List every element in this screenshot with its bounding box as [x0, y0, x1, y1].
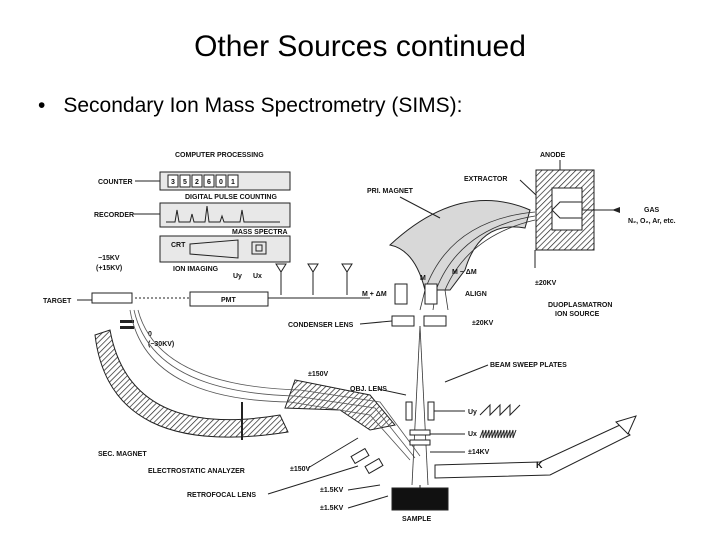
label-beam-sweep-plates: BEAM SWEEP PLATES — [490, 362, 567, 369]
label-m-minus-dm: M − ΔM — [452, 269, 477, 276]
counter-digit: 2 — [195, 179, 199, 186]
label-k: K — [536, 460, 543, 470]
counter-digits: 3 5 2 6 0 1 — [167, 174, 239, 188]
uy-sawtooth-waveform — [479, 403, 521, 417]
counter-digit: 3 — [171, 179, 175, 186]
label-ux: Ux — [253, 273, 262, 280]
label-retrofocal-lens: RETROFOCAL LENS — [187, 492, 256, 499]
label-m: M — [420, 275, 426, 282]
label-sample: SAMPLE — [402, 516, 432, 523]
label-uy2: Uy — [468, 409, 477, 416]
label-condenser-lens: CONDENSER LENS — [288, 322, 354, 329]
label-ux2: Ux — [468, 431, 477, 438]
align-plates — [394, 283, 438, 305]
label-extractor: EXTRACTOR — [464, 176, 507, 183]
label-crt: CRT — [171, 242, 186, 249]
bullet-dot-icon: • — [38, 94, 46, 117]
counter-digit: 6 — [207, 179, 211, 186]
label-digital-pulse-counting: DIGITAL PULSE COUNTING — [185, 194, 277, 201]
label-mass-spectra: MASS SPECTRA — [232, 229, 288, 236]
label-computer-processing: COMPUTER PROCESSING — [175, 152, 264, 159]
label-plus-1-5kv-a: ±1.5KV — [320, 487, 344, 494]
label-gas-species: N₂, O₂, Ar, etc. — [628, 218, 676, 225]
label-recorder: RECORDER — [94, 212, 134, 219]
label-obj-lens: OBJ. LENS — [350, 386, 387, 393]
label-plus-15kv: (+15KV) — [96, 265, 122, 272]
sims-schematic-diagram: COMPUTER PROCESSING 3 5 2 6 0 1 COUNTER … — [43, 152, 676, 523]
label-anode: ANODE — [540, 152, 566, 159]
label-gas: GAS — [644, 207, 660, 214]
crt-box — [159, 235, 291, 263]
crt-screen — [189, 239, 239, 259]
label-target: TARGET — [43, 298, 72, 305]
primary-ion-beams — [419, 211, 536, 311]
label-pri-magnet: PRI. MAGNET — [367, 188, 414, 195]
pmt-box — [189, 291, 269, 307]
counter-digit: 5 — [183, 179, 187, 186]
label-plus-1-5kv-b: ±1.5KV — [320, 505, 344, 512]
label-plus-20kv-b: ±20KV — [472, 320, 494, 327]
label-electrostatic-analyzer: ELECTROSTATIC ANALYZER — [148, 468, 245, 475]
recorder-spectrum — [166, 205, 280, 223]
counter-digit: 0 — [219, 179, 223, 186]
detector-arrow-icon — [615, 415, 637, 435]
label-minus-15kv: −15KV — [98, 255, 120, 262]
electrostatic-analyzer — [284, 379, 396, 431]
detector-arm — [434, 424, 631, 479]
label-ion-source: ION SOURCE — [555, 311, 600, 318]
beam-sweep-plates — [405, 401, 435, 446]
target-holder — [91, 292, 133, 304]
label-uy: Uy — [233, 273, 242, 280]
bullet-item: • Secondary Ion Mass Spectrometry (SIMS): — [38, 94, 463, 118]
counter-digit: 1 — [231, 179, 235, 186]
label-minus-30kv: (−30KV) — [148, 341, 174, 348]
label-ion-imaging: ION IMAGING — [173, 266, 219, 273]
label-plus-14kv: ±14KV — [468, 449, 490, 456]
label-plus-150v-b: ±150V — [290, 466, 311, 473]
label-m-plus-dm: M + ΔM — [362, 291, 387, 298]
amplifier-triangles — [275, 263, 353, 295]
label-zero: 0 — [148, 331, 152, 338]
recorder-box — [159, 202, 291, 228]
label-counter: COUNTER — [98, 179, 133, 186]
secondary-magnet — [94, 329, 289, 438]
label-sec-magnet: SEC. MAGNET — [98, 451, 147, 458]
slide-title: Other Sources continued — [194, 30, 526, 63]
secondary-ion-beams — [129, 309, 421, 461]
retrofocal-lens — [350, 447, 384, 475]
gas-inlet-arrow-icon — [612, 207, 620, 213]
label-pmt: PMT — [221, 297, 237, 304]
label-plus-20kv-a: ±20KV — [535, 280, 557, 287]
condenser-lens — [391, 315, 447, 327]
ux-sawtooth-waveform — [479, 429, 517, 439]
label-duoplasmatron: DUOPLASMATRON — [548, 302, 612, 309]
primary-magnet — [388, 200, 531, 291]
label-align: ALIGN — [465, 291, 487, 298]
primary-column-beam — [411, 325, 429, 486]
sample-stage — [391, 487, 449, 511]
label-plus-150v-a: ±150V — [308, 371, 329, 378]
bullet-text: Secondary Ion Mass Spectrometry (SIMS): — [63, 94, 463, 117]
